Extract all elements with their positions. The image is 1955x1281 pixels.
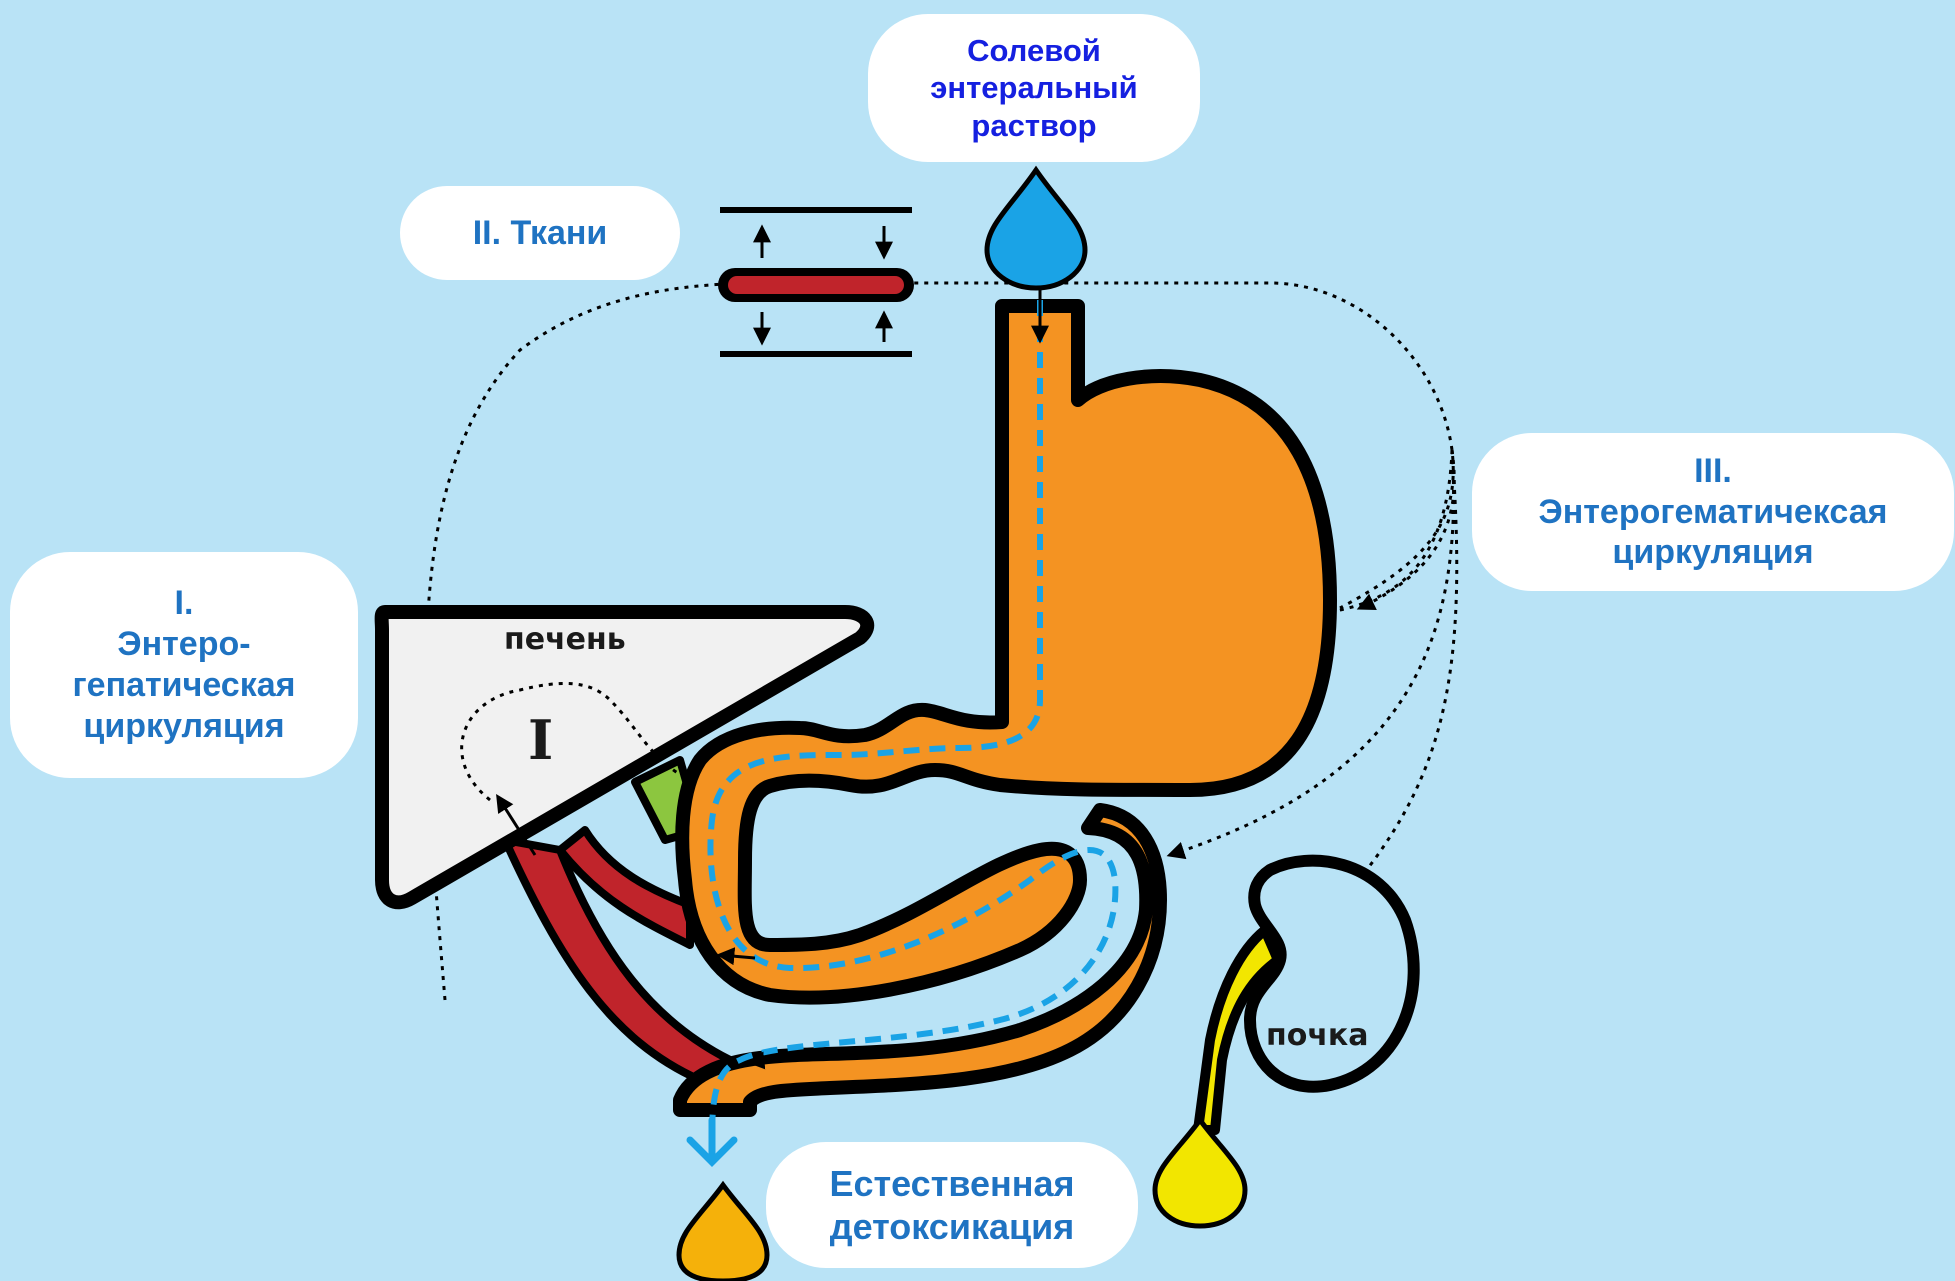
circulation-branch-right xyxy=(1360,450,1454,608)
solution-droplet xyxy=(987,170,1085,288)
tissues-label: II. Ткани xyxy=(400,186,680,280)
outflow-arrow xyxy=(690,1120,734,1162)
waste-droplet xyxy=(679,1185,767,1281)
liver-label: печень xyxy=(504,622,626,657)
liver-marker: I xyxy=(528,708,553,772)
tissue-capillary xyxy=(718,210,914,354)
kidney-label: почка xyxy=(1266,1018,1369,1053)
urine-droplet xyxy=(1155,1120,1245,1226)
